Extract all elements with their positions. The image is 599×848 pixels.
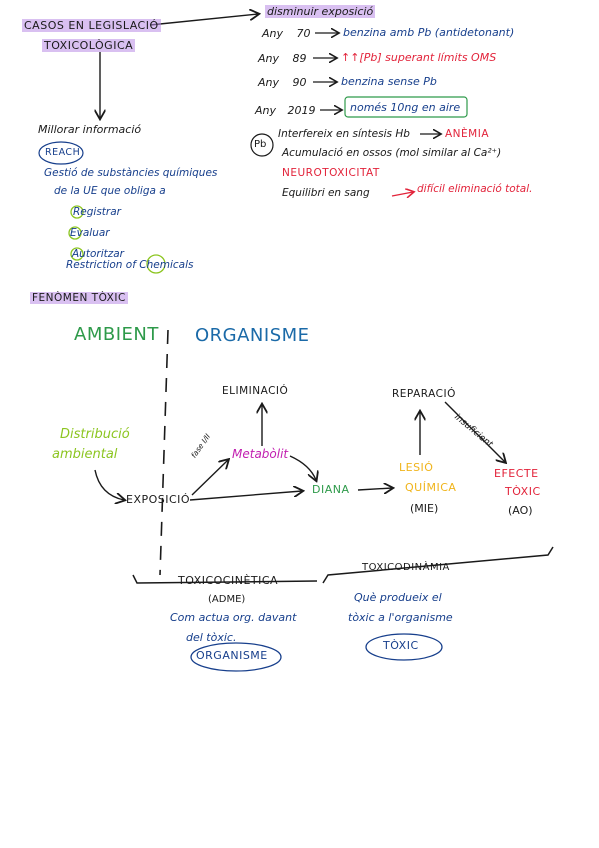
circle-a [70, 247, 84, 261]
toxicodinamia-badge: TÒXIC [383, 639, 419, 652]
bracket-toxicodinamia [322, 546, 554, 584]
organisme-label: ORGANISME [195, 325, 310, 346]
arrow-exposicio-metabolit [191, 460, 228, 496]
distribucio-line2: ambiental [52, 447, 118, 462]
arrow-distribucio-exposicio [94, 469, 124, 500]
millorar-desc2: de la UE que obliga a [54, 185, 166, 197]
row-89-label: Any 89 [258, 52, 307, 65]
title-line1: CASOS EN LEGISLACIÓ [22, 19, 161, 32]
pb-line4-result: difícil eliminació total. [417, 183, 533, 195]
pb-badge: Pb [254, 139, 267, 150]
arrow-reparacio-efecte [444, 401, 505, 462]
row-89-text: ↑↑[Pb] superant límits OMS [341, 51, 497, 64]
item-registrar: Registrar [73, 206, 121, 218]
row-70-label: Any 70 [262, 27, 311, 40]
toxicodinamia-desc2: tòxic a l'organisme [348, 611, 453, 624]
pb-line2: Acumulació en ossos (mol similar al Ca²⁺… [282, 147, 502, 159]
toxicocinetica-desc2: del tòxic. [186, 631, 237, 644]
row-90-text: benzina sense Pb [341, 75, 437, 88]
pb-line3: NEUROTOXICITAT [282, 167, 380, 179]
pb-line4: Equilibri en sang [282, 187, 370, 199]
reach-circle [38, 141, 84, 165]
toxicocinetica-badge: ORGANISME [196, 649, 268, 662]
efecte-abbr: (AO) [508, 504, 533, 517]
circle-e [68, 226, 82, 240]
lesio-line1: LESIÓ [399, 461, 434, 474]
item-evaluar: Evaluar [70, 227, 110, 239]
eliminacio-node: ELIMINACIÓ [222, 385, 289, 397]
restriction-line: Restriction of Chemicals [66, 259, 194, 271]
toxicocinetica-desc1: Com actua org. davant [170, 611, 297, 624]
metabolit-node: Metabòlit [232, 447, 289, 461]
reparacio-node: REPARACIÓ [392, 388, 456, 400]
arrow-eliminacio [391, 192, 413, 196]
disminuir-heading: disminuir exposició [265, 5, 376, 18]
toxic-badge-circle [365, 633, 443, 661]
pb-circle [250, 133, 274, 157]
divider-dashed [159, 329, 169, 576]
item-autoritzar: Autoritzar [72, 248, 124, 260]
efecte-line1: EFECTE [494, 467, 539, 480]
organisme-badge-circle [190, 642, 282, 672]
distribucio-line1: Distribució [60, 427, 130, 442]
pb-line1: Interfereix en síntesis Hb [278, 128, 410, 140]
lesio-abbr: (MIE) [410, 502, 439, 515]
bracket-toxicocinetica [132, 574, 318, 584]
row-2019-label: Any 2019 [255, 104, 316, 117]
lesio-line2: QUÍMICA [405, 481, 457, 494]
circle-r [70, 205, 84, 219]
toxicocinetica-abbr: (ADME) [208, 594, 246, 605]
box-2019 [344, 96, 468, 118]
pb-anemia: ANÈMIA [445, 128, 490, 140]
arrow-metabolit-diana [289, 455, 316, 480]
arrow-diana-lesio [357, 488, 392, 490]
millorar-heading: Millorar informació [38, 123, 142, 136]
toxicocinetica-label: TOXICOCINÈTICA [178, 574, 279, 587]
row-90-label: Any 90 [258, 76, 307, 89]
reach-badge: REACH [45, 147, 81, 158]
efecte-line2: TÒXIC [505, 485, 541, 498]
millorar-desc1: Gestió de substàncies químiques [44, 167, 218, 179]
arrow-to-disminuir [149, 14, 258, 26]
diana-node: DIANA [312, 483, 350, 496]
exposicio-node: EXPOSICIÓ [126, 493, 191, 506]
row-2019-text: només 10ng en aire [350, 101, 461, 114]
ambient-label: AMBIENT [74, 324, 159, 345]
fenomen-heading: FENÒMEN TÒXIC [30, 292, 128, 304]
title-line2: TOXICOLÒGICA [42, 39, 136, 52]
toxicodinamia-label: TOXICODINÀMIA [362, 562, 450, 573]
toxicodinamia-desc1: Què produeix el [354, 591, 442, 604]
row-70-text: benzina amb Pb (antidetonant) [343, 26, 515, 39]
circle-c [146, 254, 166, 274]
arrow-exposicio-diana [189, 491, 302, 501]
